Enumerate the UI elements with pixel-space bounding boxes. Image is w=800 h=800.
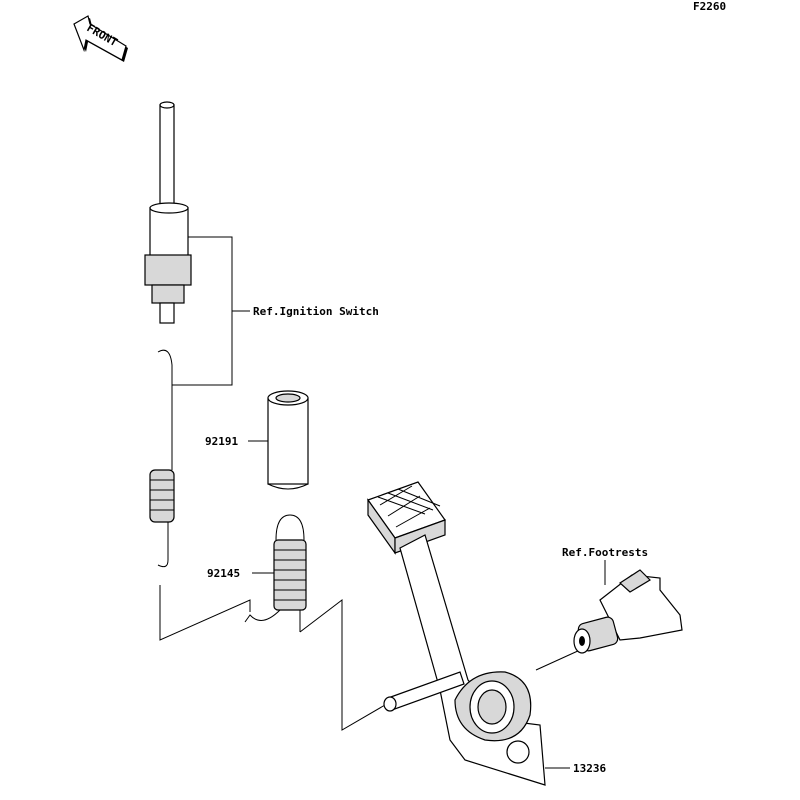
switch-spring xyxy=(149,349,175,568)
spring-92145 xyxy=(244,514,307,632)
label-13236: 13236 xyxy=(573,762,606,775)
front-arrow-icon: FRONT xyxy=(73,15,128,62)
brake-pedal-13236 xyxy=(367,481,546,786)
label-ref-footrests: Ref.Footrests xyxy=(562,546,648,559)
collar-92191 xyxy=(267,390,309,490)
label-92191: 92191 xyxy=(205,435,238,448)
figure-code: F2260 xyxy=(693,0,726,13)
label-ref-ignition-switch: Ref.Ignition Switch xyxy=(253,305,379,318)
label-92145: 92145 xyxy=(207,567,240,580)
footrest-bracket xyxy=(573,569,683,654)
brake-light-switch xyxy=(144,101,192,324)
